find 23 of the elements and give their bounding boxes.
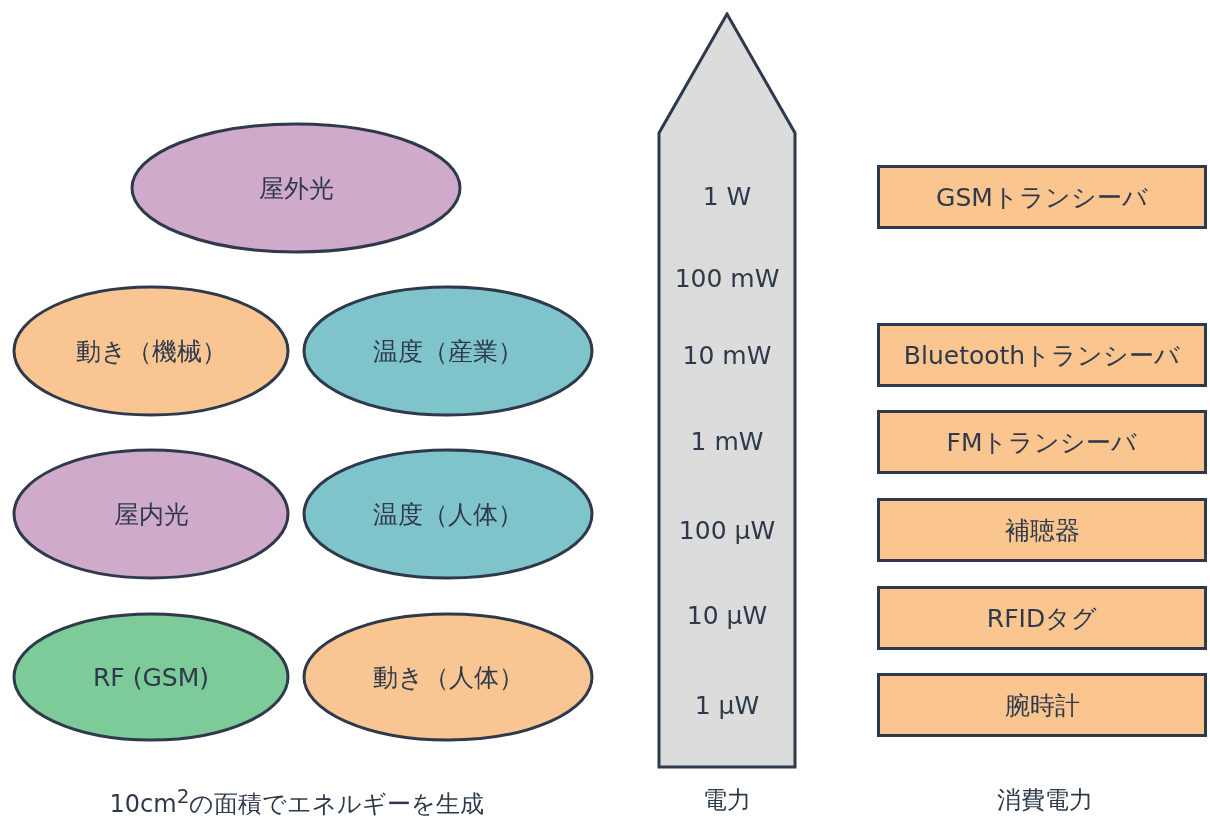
power-level-label: 1 mW [690,426,764,456]
power-level-label: 1 μW [694,690,760,720]
source-label: 動き（人体） [372,661,524,694]
power-level-label: 10 mW [682,340,772,370]
device-box: GSMトランシーバ [877,165,1207,229]
device-box: RFIDタグ [877,586,1207,650]
source-label: 動き（機械） [75,335,227,368]
device-box: 補聴器 [877,498,1207,562]
source-label: RF (GSM) [93,662,209,692]
power-level-label: 10 μW [686,600,768,630]
power-level-label: 1 W [702,181,752,211]
source-label: 屋外光 [258,172,334,205]
power-level-label: 100 mW [674,263,780,293]
source-label: 屋内光 [113,498,189,531]
source-label: 温度（産業） [373,335,523,368]
column-caption: 消費電力 [997,785,1093,816]
source-label: 温度（人体） [373,498,523,531]
column-caption: 10cm$^{2}$の面積でエネルギーを生成 [109,784,485,819]
power-level-label: 100 μW [678,515,776,545]
device-box: Bluetoothトランシーバ [877,323,1207,387]
axis-caption: 電力 [703,785,751,816]
device-box: FMトランシーバ [877,410,1207,474]
device-box: 腕時計 [877,673,1207,737]
